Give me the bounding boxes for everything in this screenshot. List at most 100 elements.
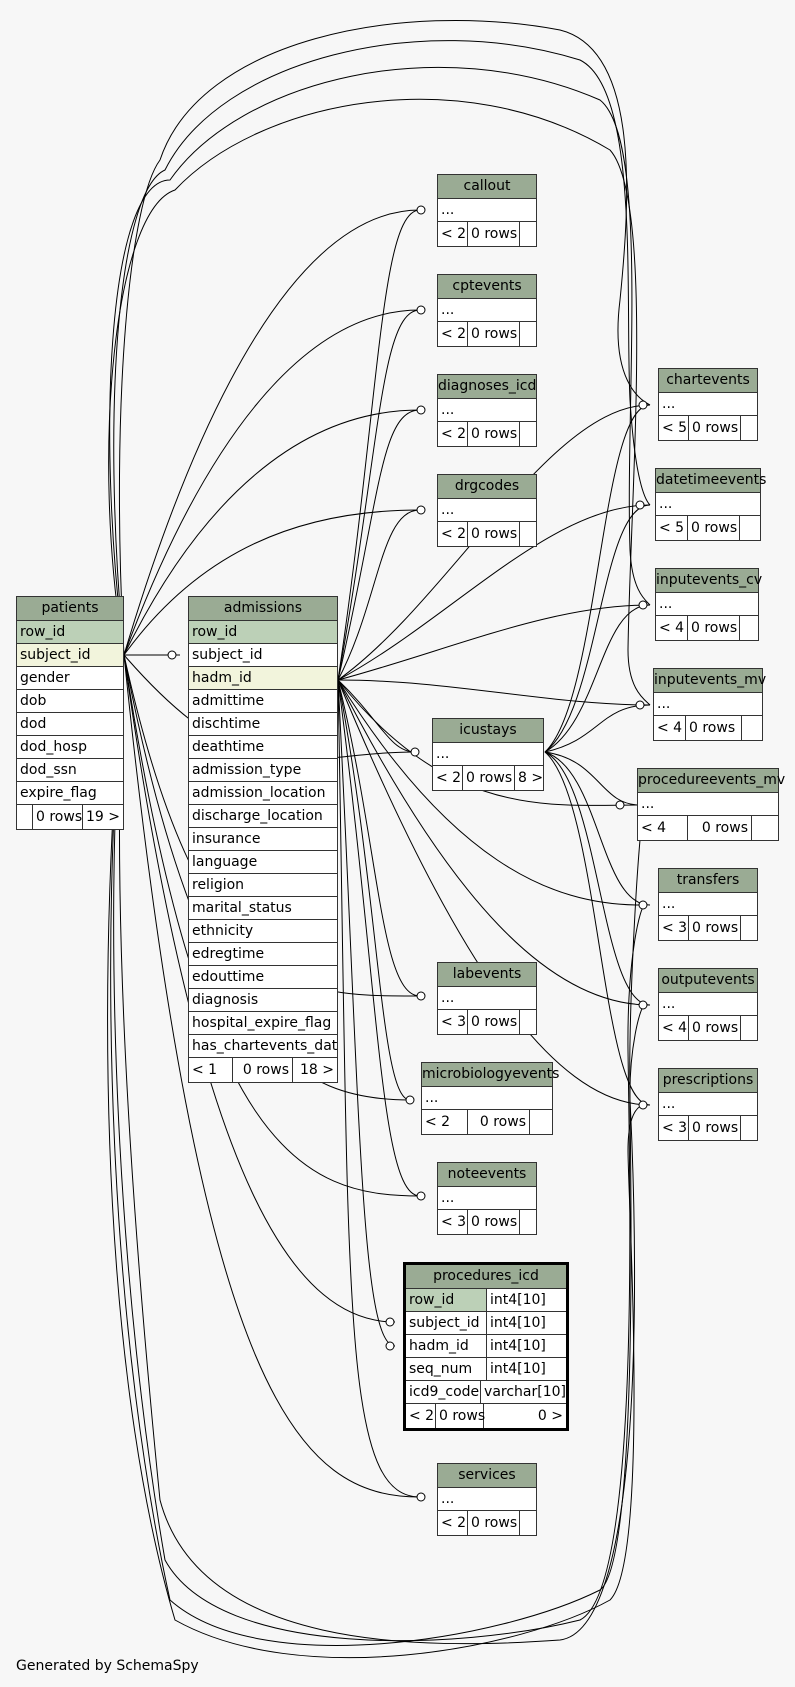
row-count: 0 rows: [436, 1404, 485, 1428]
parents-count[interactable]: < 3: [438, 1010, 468, 1034]
children-count: [520, 1210, 536, 1234]
table-title[interactable]: datetimeevents: [656, 469, 766, 493]
table-patients[interactable]: patients row_id subject_id gender dob do…: [16, 596, 124, 830]
children-count: [520, 1511, 536, 1535]
parents-count[interactable]: < 2: [406, 1404, 436, 1428]
column-row: ...: [438, 199, 536, 222]
table-title[interactable]: patients: [17, 597, 123, 621]
parents-count[interactable]: < 2: [438, 422, 468, 446]
parents-count[interactable]: < 5: [659, 416, 689, 440]
edge: [337, 679, 421, 997]
parents-count[interactable]: < 3: [438, 1210, 468, 1234]
row-count: 0 rows: [468, 422, 520, 446]
parents-count[interactable]: < 2: [438, 522, 468, 546]
children-count[interactable]: 18 >: [300, 1062, 334, 1078]
column-row: dod: [17, 713, 123, 736]
table-admissions[interactable]: admissions row_id subject_id hadm_id adm…: [188, 596, 338, 1083]
parents-count[interactable]: < 4: [638, 816, 688, 840]
edge-patients-loop-bottom: [107, 654, 646, 1659]
parents-count[interactable]: < 2: [422, 1110, 468, 1134]
parents-count[interactable]: < 2: [433, 766, 463, 790]
children-count: [520, 322, 536, 346]
parents-count[interactable]: < 1: [189, 1058, 233, 1082]
table-title[interactable]: transfers: [659, 869, 757, 893]
table-title[interactable]: diagnoses_icd: [438, 375, 536, 399]
row-count: 0 rows: [689, 1016, 741, 1040]
table-footer: 0 rows 19 >: [17, 805, 123, 829]
row-count: 0 rows: [689, 416, 741, 440]
row-count: 0 rows: [468, 322, 520, 346]
parents-count[interactable]: < 3: [659, 1116, 689, 1140]
table-title[interactable]: cptevents: [438, 275, 536, 299]
row-count: 0 rows: [463, 766, 515, 790]
table-title[interactable]: admissions: [189, 597, 337, 621]
table-title[interactable]: inputevents_mv: [654, 669, 766, 693]
table-title[interactable]: services: [438, 1464, 536, 1488]
row-count: 0 rows: [468, 1210, 520, 1234]
table-title[interactable]: microbiologyevents: [422, 1063, 559, 1087]
children-count: [520, 522, 536, 546]
column-type: varchar[10]: [484, 1384, 566, 1400]
children-count[interactable]: 19 >: [86, 809, 120, 825]
table-title[interactable]: icustays: [433, 719, 543, 743]
table-title[interactable]: procedureevents_mv: [638, 769, 785, 793]
column-row: edouttime: [189, 966, 337, 989]
table-title[interactable]: drgcodes: [438, 475, 536, 499]
table-title[interactable]: labevents: [438, 963, 536, 987]
table-title[interactable]: inputevents_cv: [656, 569, 762, 593]
table-title[interactable]: noteevents: [438, 1163, 536, 1187]
parents-count[interactable]: < 3: [659, 916, 689, 940]
table-title[interactable]: procedures_icd: [406, 1265, 566, 1289]
column-row: ...: [438, 1488, 536, 1511]
table-title[interactable]: chartevents: [659, 369, 757, 393]
parents-count[interactable]: < 2: [438, 1511, 468, 1535]
parents-count[interactable]: < 2: [438, 222, 468, 246]
edge: [123, 409, 421, 656]
edge-patients-loop: [118, 19, 651, 656]
parents-count[interactable]: < 5: [656, 516, 688, 540]
row-count: 0 rows: [468, 522, 520, 546]
column-row: ...: [438, 1187, 536, 1210]
children-count[interactable]: 8 >: [518, 770, 544, 786]
children-count: [741, 1116, 757, 1140]
table-title[interactable]: callout: [438, 175, 536, 199]
parents-count[interactable]: < 4: [654, 716, 686, 740]
table-title[interactable]: prescriptions: [659, 1069, 757, 1093]
column-row: admittime: [189, 690, 337, 713]
row-count: 0 rows: [468, 1010, 520, 1034]
column-row: gender: [17, 667, 123, 690]
column-type: int4[10]: [490, 1361, 546, 1377]
parents-count[interactable]: < 4: [659, 1016, 689, 1040]
column-row: dod_hosp: [17, 736, 123, 759]
parents-count[interactable]: < 2: [438, 322, 468, 346]
parents-count[interactable]: < 4: [656, 616, 688, 640]
children-count: [741, 916, 757, 940]
children-count: [752, 816, 778, 840]
column-row: subject_id: [17, 644, 123, 667]
table-title[interactable]: outputevents: [659, 969, 757, 993]
